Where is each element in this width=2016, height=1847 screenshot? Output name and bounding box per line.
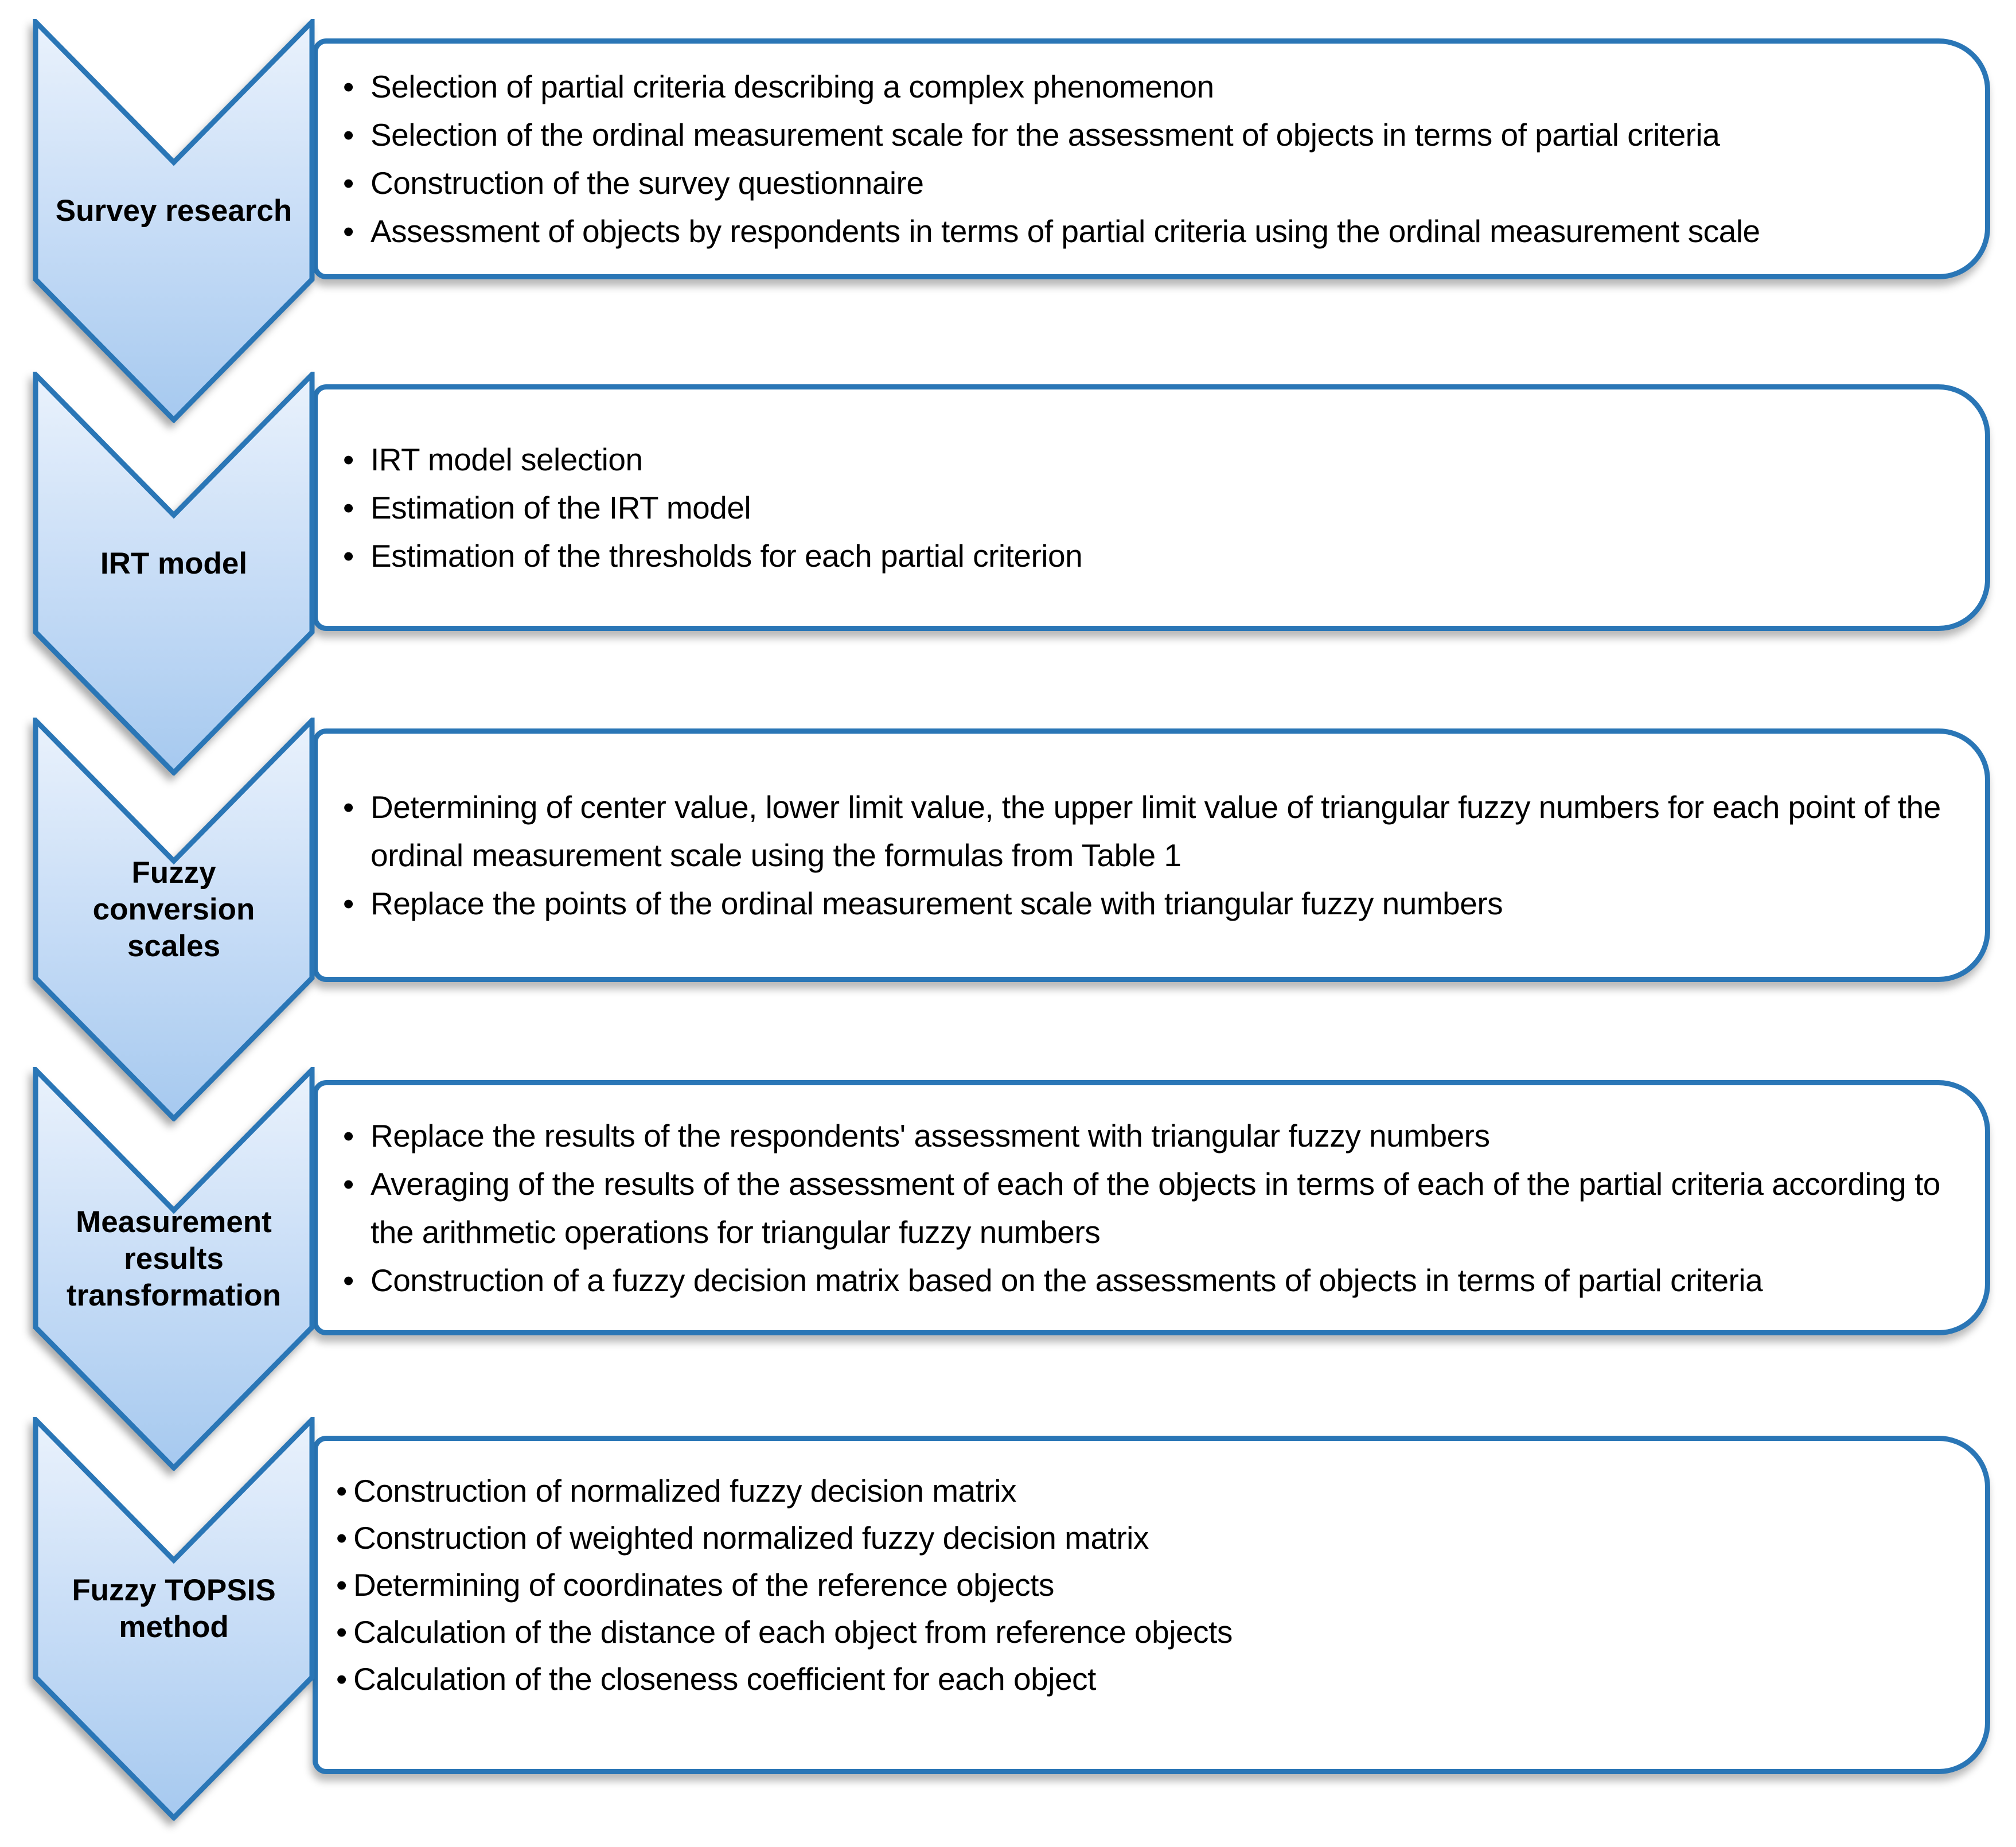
bullet-list: Replace the results of the respondents' … [318, 1085, 1985, 1330]
chevron-down-shape [33, 1417, 315, 1821]
bullet-item: Replace the points of the ordinal measur… [343, 879, 1945, 928]
stage-detail-box: Replace the results of the respondents' … [313, 1080, 1990, 1335]
stage-detail-box: Construction of normalized fuzzy decisio… [313, 1436, 1990, 1774]
stage-label: Fuzzy conversion scales [33, 838, 315, 981]
bullet-item: Estimation of the thresholds for each pa… [343, 532, 1945, 580]
chevron-down-shape [33, 19, 315, 423]
stage-label-text: Fuzzy TOPSIS method [72, 1573, 276, 1644]
bullet-list: IRT model selectionEstimation of the IRT… [318, 389, 1985, 626]
stage-detail-box: IRT model selectionEstimation of the IRT… [313, 384, 1990, 631]
bullet-list: Construction of normalized fuzzy decisio… [318, 1441, 1985, 1769]
bullet-item: Construction of weighted normalized fuzz… [336, 1514, 1945, 1561]
stage-label: Survey research [33, 139, 315, 283]
stage-label: IRT model [33, 492, 315, 636]
bullet-item: Calculation of the distance of each obje… [336, 1608, 1945, 1655]
bullet-item: Construction of a fuzzy decision matrix … [343, 1256, 1945, 1304]
bullet-item: Estimation of the IRT model [343, 484, 1945, 532]
stage-label: Fuzzy TOPSIS method [33, 1537, 315, 1681]
bullet-item: Selection of the ordinal measurement sca… [343, 111, 1945, 159]
bullet-item: Determining of center value, lower limit… [343, 783, 1945, 879]
stage-detail-box: Selection of partial criteria describing… [313, 38, 1990, 279]
bullet-item: Calculation of the closeness coefficient… [336, 1655, 1945, 1702]
bullet-item: Assessment of objects by respondents in … [343, 207, 1945, 255]
bullet-item: Replace the results of the respondents' … [343, 1112, 1945, 1160]
stage-label-text: Measurement results transformation [67, 1205, 281, 1312]
bullet-item: Construction of the survey questionnaire [343, 159, 1945, 207]
bullet-item: Determining of coordinates of the refere… [336, 1561, 1945, 1608]
stage-label: Measurement results transformation [33, 1187, 315, 1331]
stage-label-text: IRT model [100, 547, 248, 580]
bullet-item: Construction of normalized fuzzy decisio… [336, 1467, 1945, 1514]
stage-label-text: Fuzzy conversion scales [92, 856, 255, 963]
stage-label-text: Survey research [55, 194, 293, 228]
bullet-item: Selection of partial criteria describing… [343, 63, 1945, 111]
chevron-down-shape [33, 372, 315, 776]
bullet-list: Determining of center value, lower limit… [318, 734, 1985, 977]
stage-detail-box: Determining of center value, lower limit… [313, 728, 1990, 982]
bullet-item: Averaging of the results of the assessme… [343, 1160, 1945, 1256]
chevron-down-shape [33, 1067, 315, 1471]
chevron-down-shape [33, 718, 315, 1121]
bullet-list: Selection of partial criteria describing… [318, 44, 1985, 274]
bullet-item: IRT model selection [343, 435, 1945, 484]
